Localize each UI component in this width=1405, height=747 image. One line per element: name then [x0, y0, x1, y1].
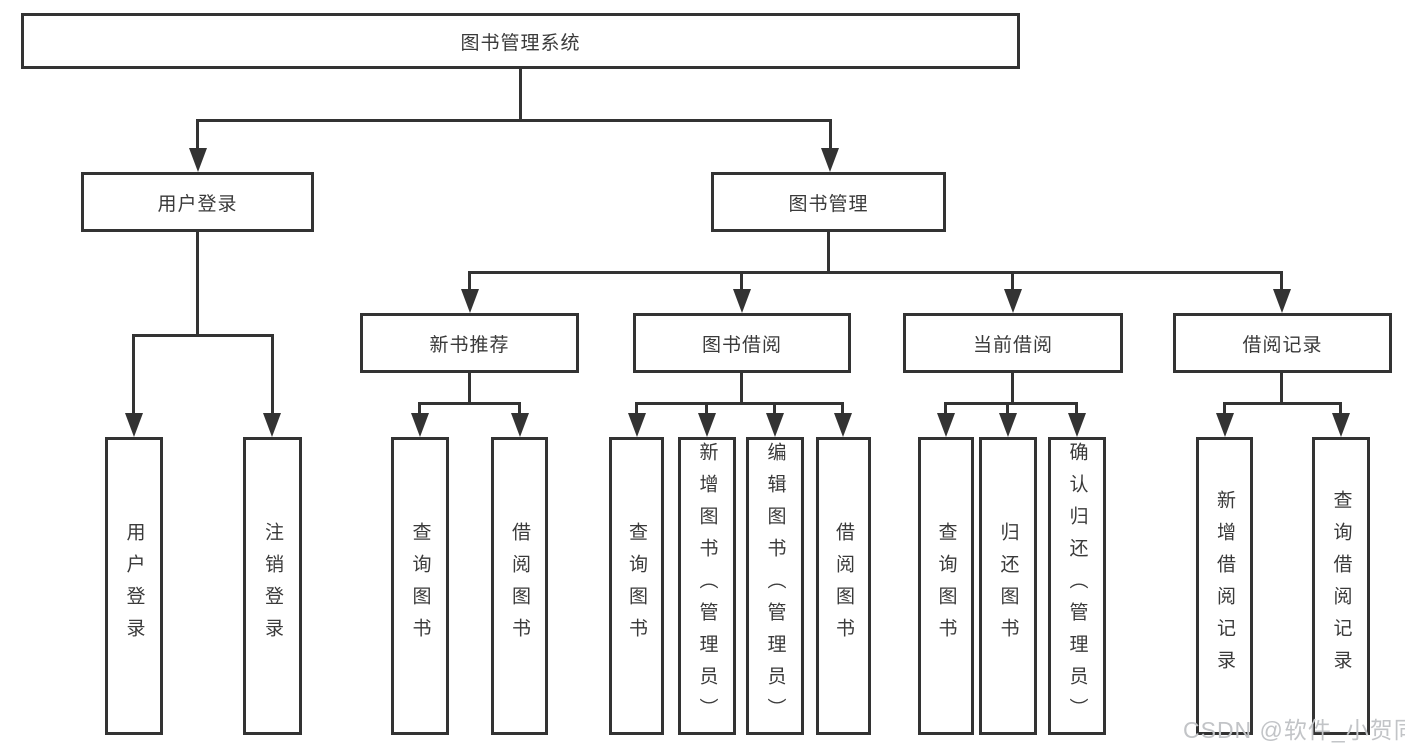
- connector-stem: [468, 373, 471, 405]
- connector-stub: [132, 334, 135, 416]
- node-new-book-recommend: 新书推荐: [360, 313, 579, 373]
- leaf-add-borrow-record: 新增借阅记录: [1196, 437, 1253, 735]
- connector-stem: [1280, 373, 1283, 405]
- connector-stub: [418, 402, 421, 415]
- arrowhead-down-icon: [628, 413, 646, 437]
- node-label: 注销登录: [262, 522, 283, 650]
- arrowhead-down-icon: [834, 413, 852, 437]
- node-label: 查询图书: [626, 522, 647, 650]
- arrowhead-down-icon: [511, 413, 529, 437]
- connector-stub: [468, 271, 471, 293]
- node-library-system: 图书管理系统: [21, 13, 1020, 69]
- connector-stub: [1011, 271, 1014, 293]
- node-label: 查询图书: [409, 522, 431, 650]
- leaf-edit-books-admin: 编辑图书（管理员）: [746, 437, 804, 735]
- connector-stub: [196, 119, 199, 151]
- node-label: 用户登录: [157, 193, 238, 215]
- arrowhead-down-icon: [1004, 289, 1022, 313]
- connector-bar: [418, 402, 521, 405]
- arrowhead-down-icon: [461, 289, 479, 313]
- node-label: 查询图书: [935, 522, 957, 650]
- connector-stub: [944, 402, 947, 415]
- arrowhead-down-icon: [1068, 413, 1086, 437]
- node-user-login: 用户登录: [81, 172, 314, 232]
- node-label: 用户登录: [123, 522, 145, 650]
- node-label: 图书管理系统: [460, 32, 581, 54]
- connector-stub: [271, 334, 274, 416]
- node-label: 新增图书（管理员）: [696, 442, 718, 730]
- arrowhead-down-icon: [189, 148, 207, 172]
- arrowhead-down-icon: [821, 148, 839, 172]
- node-label: 当前借阅: [972, 334, 1053, 356]
- leaf-query-books-recommend: 查询图书: [391, 437, 449, 735]
- connector-stub: [635, 402, 638, 415]
- arrowhead-down-icon: [1332, 413, 1350, 437]
- connector-stem: [1011, 373, 1014, 405]
- connector-bar: [1223, 402, 1342, 405]
- leaf-return-books: 归还图书: [979, 437, 1037, 735]
- connector-user-login-bar: [132, 334, 274, 337]
- node-label: 借阅图书: [509, 522, 530, 650]
- node-label: 借阅记录: [1242, 334, 1323, 356]
- node-label: 图书管理: [788, 193, 869, 215]
- connector-stub: [518, 402, 521, 415]
- connector-stub: [1075, 402, 1078, 415]
- connector-level3-bar: [468, 271, 1283, 274]
- connector-stub: [841, 402, 844, 415]
- connector-root-stem: [519, 69, 522, 121]
- node-book-borrowing: 图书借阅: [633, 313, 851, 373]
- connector-stub: [705, 402, 708, 415]
- arrowhead-down-icon: [125, 413, 143, 437]
- arrowhead-down-icon: [937, 413, 955, 437]
- node-borrowing-records: 借阅记录: [1173, 313, 1392, 373]
- node-label: 借阅图书: [833, 522, 854, 650]
- arrowhead-down-icon: [999, 413, 1017, 437]
- arrowhead-down-icon: [263, 413, 281, 437]
- arrowhead-down-icon: [1216, 413, 1234, 437]
- connector-stub: [740, 271, 743, 293]
- arrowhead-down-icon: [698, 413, 716, 437]
- connector-stub: [829, 119, 832, 151]
- node-current-borrowing: 当前借阅: [903, 313, 1123, 373]
- node-label: 编辑图书（管理员）: [764, 442, 786, 730]
- node-label: 查询借阅记录: [1330, 490, 1352, 682]
- arrowhead-down-icon: [766, 413, 784, 437]
- connector-stub: [773, 402, 776, 415]
- leaf-query-books-current: 查询图书: [918, 437, 974, 735]
- connector-stem: [740, 373, 743, 405]
- connector-user-login-stem: [196, 232, 199, 337]
- arrowhead-down-icon: [411, 413, 429, 437]
- leaf-query-borrow-record: 查询借阅记录: [1312, 437, 1370, 735]
- connector-bar: [944, 402, 1078, 405]
- leaf-confirm-return-admin: 确认归还（管理员）: [1048, 437, 1106, 735]
- connector-bar: [635, 402, 844, 405]
- connector-level2-bar: [196, 119, 832, 122]
- leaf-borrow-books-recommend: 借阅图书: [491, 437, 548, 735]
- leaf-user-login: 用户登录: [105, 437, 163, 735]
- leaf-add-books-admin: 新增图书（管理员）: [678, 437, 736, 735]
- leaf-borrow-books-borrowing: 借阅图书: [816, 437, 871, 735]
- connector-stub: [1280, 271, 1283, 293]
- csdn-watermark: CSDN @软件_小贺同学: [1183, 717, 1405, 743]
- leaf-logout: 注销登录: [243, 437, 302, 735]
- arrowhead-down-icon: [733, 289, 751, 313]
- node-label: 确认归还（管理员）: [1066, 442, 1088, 730]
- node-label: 新增借阅记录: [1214, 490, 1235, 682]
- node-label: 图书借阅: [701, 334, 782, 356]
- connector-book-management-stem: [827, 232, 830, 274]
- leaf-query-books-borrowing: 查询图书: [609, 437, 664, 735]
- connector-stub: [1339, 402, 1342, 415]
- node-label: 新书推荐: [429, 334, 510, 356]
- arrowhead-down-icon: [1273, 289, 1291, 313]
- node-book-management: 图书管理: [711, 172, 946, 232]
- node-label: 归还图书: [997, 522, 1019, 650]
- connector-stub: [1223, 402, 1226, 415]
- connector-stub: [1006, 402, 1009, 415]
